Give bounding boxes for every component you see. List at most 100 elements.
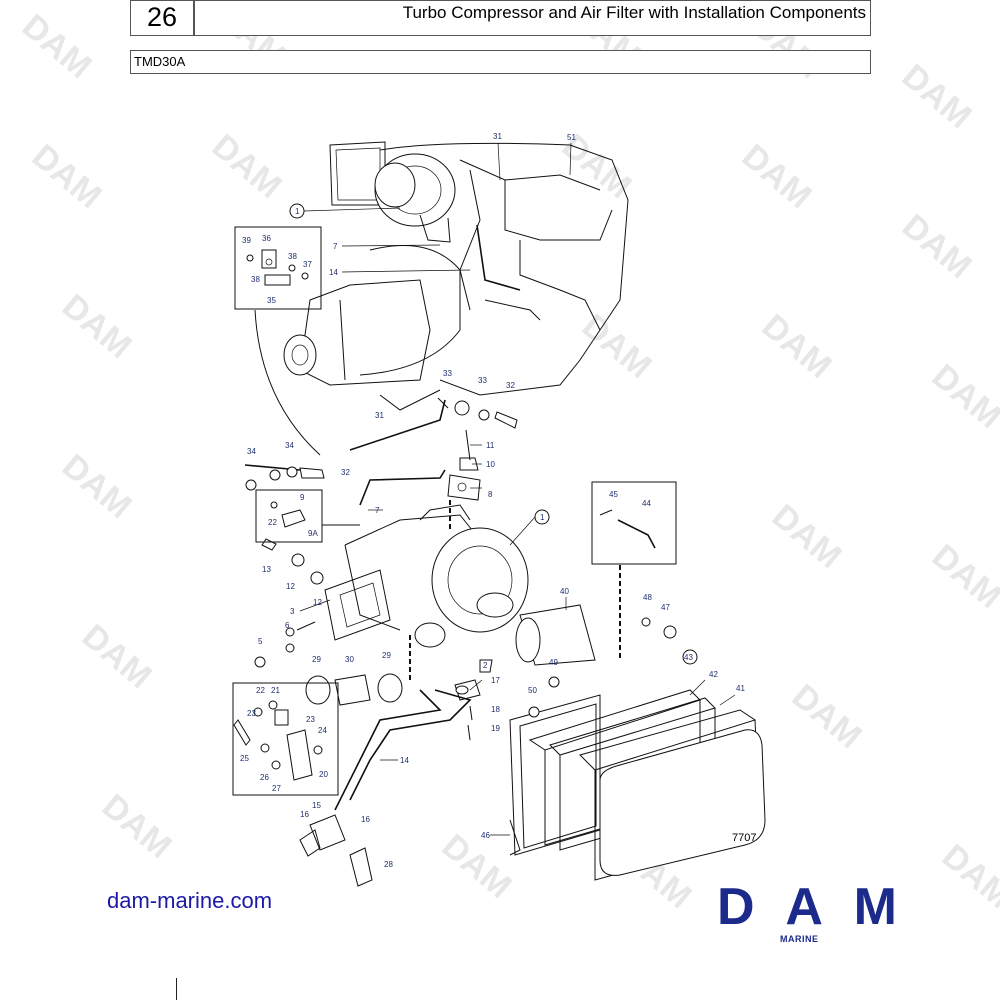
watermark: DAM <box>765 497 849 576</box>
part-label: 36 <box>262 234 271 243</box>
part-label: 15 <box>312 801 321 810</box>
part-label: 33 <box>443 369 452 378</box>
part-label: 7 <box>333 242 338 251</box>
part-label: 6 <box>285 621 290 630</box>
part-label: 13 <box>262 565 271 574</box>
turbocharger <box>254 504 596 706</box>
part-label: 40 <box>560 587 569 596</box>
part-label: 32 <box>506 381 515 390</box>
part-label: 18 <box>491 705 500 714</box>
part-label: 17 <box>491 676 500 685</box>
part-label: 47 <box>661 603 670 612</box>
detail-box-20-27 <box>232 682 339 796</box>
air-filter <box>509 617 766 881</box>
part-label: 9 <box>300 493 305 502</box>
website-link[interactable]: dam-marine.com <box>107 888 273 913</box>
part-label: 14 <box>400 756 409 765</box>
part-label: 38 <box>251 275 260 284</box>
part-label: 25 <box>240 754 249 763</box>
watermark: DAM <box>895 207 979 286</box>
part-label: 34 <box>285 441 294 450</box>
page-title: Turbo Compressor and Air Filter with Ins… <box>402 3 866 22</box>
part-label: 39 <box>242 236 251 245</box>
part-label: 41 <box>736 684 745 693</box>
part-label: 24 <box>318 726 327 735</box>
watermark-layer: DAM DAM DAM DAM DAM DAM DAM DAM DAM DAM … <box>15 0 1000 916</box>
title-box: Turbo Compressor and Air Filter with Ins… <box>194 0 871 36</box>
watermark: DAM <box>435 827 519 906</box>
part-label: 50 <box>528 686 537 695</box>
detail-box-9 <box>255 489 360 585</box>
part-label: 31 <box>493 132 502 141</box>
brand-logo[interactable]: DAM <box>715 880 900 940</box>
part-label: 12 <box>313 598 322 607</box>
part-label: 44 <box>642 499 651 508</box>
part-label: 23 <box>306 715 315 724</box>
model-label: TMD30A <box>134 54 186 69</box>
part-label: 48 <box>643 593 652 602</box>
drain-pipe <box>299 679 481 887</box>
part-label: 38 <box>288 252 297 261</box>
part-label: 31 <box>375 411 384 420</box>
part-label: 11 <box>486 441 495 450</box>
part-label: 29 <box>382 651 391 660</box>
part-label: 22 <box>268 518 277 527</box>
part-label: 22 <box>256 686 265 695</box>
detail-box-35-39 <box>234 226 322 456</box>
part-label: 28 <box>384 860 393 869</box>
watermark: DAM <box>575 307 659 386</box>
part-label: 12 <box>286 582 295 591</box>
part-label: 35 <box>267 296 276 305</box>
part-label: 45 <box>609 490 618 499</box>
part-label: 37 <box>303 260 312 269</box>
callout-circle <box>682 649 698 665</box>
drawing-number: 7707 <box>732 832 757 844</box>
page-number: 26 <box>146 2 178 32</box>
part-label: 20 <box>319 770 328 779</box>
part-label: 7 <box>375 506 380 515</box>
part-label: 2 <box>483 661 488 670</box>
part-label: 10 <box>486 460 495 469</box>
part-label: 32 <box>341 468 350 477</box>
watermark: DAM <box>785 677 869 756</box>
part-label: 21 <box>271 686 280 695</box>
part-label: 8 <box>488 490 493 499</box>
watermark: DAM <box>935 837 1000 916</box>
watermark: DAM <box>95 787 179 866</box>
part-label: 23 <box>247 709 256 718</box>
model-box: TMD30A <box>130 50 871 74</box>
watermark: DAM <box>895 57 979 136</box>
engine-illustration <box>283 141 629 411</box>
detail-box-44-45 <box>591 481 677 660</box>
part-label: 42 <box>709 670 718 679</box>
part-label: 9A <box>308 529 318 538</box>
watermark: DAM <box>15 7 99 86</box>
watermark: DAM <box>55 287 139 366</box>
watermark: DAM <box>735 137 819 216</box>
part-label: 3 <box>290 607 295 616</box>
part-label: 19 <box>491 724 500 733</box>
watermark: DAM <box>755 307 839 386</box>
brand-logo-text: DAM <box>717 880 897 936</box>
part-labels: 1 1 2 3 5 6 7 7 8 9 9A 10 11 12 12 13 14… <box>240 132 745 869</box>
part-label: 29 <box>312 655 321 664</box>
watermark: DAM <box>925 537 1000 616</box>
part-label: 26 <box>260 773 269 782</box>
part-label: 33 <box>478 376 487 385</box>
part-label: 1 <box>540 513 545 522</box>
leader-lines <box>299 142 736 836</box>
part-label: 34 <box>247 447 256 456</box>
page-number-box: 26 <box>130 0 194 36</box>
part-label: 46 <box>481 831 490 840</box>
part-label: 27 <box>272 784 281 793</box>
margin-mark <box>176 978 177 1000</box>
part-label: 16 <box>300 810 309 819</box>
watermark: DAM <box>55 447 139 526</box>
watermark: DAM <box>25 137 109 216</box>
part-label: 43 <box>684 653 693 662</box>
watermark: DAM <box>205 127 289 206</box>
part-label: 16 <box>361 815 370 824</box>
brand-subtitle: MARINE <box>780 934 819 944</box>
part-label: 51 <box>567 133 576 142</box>
